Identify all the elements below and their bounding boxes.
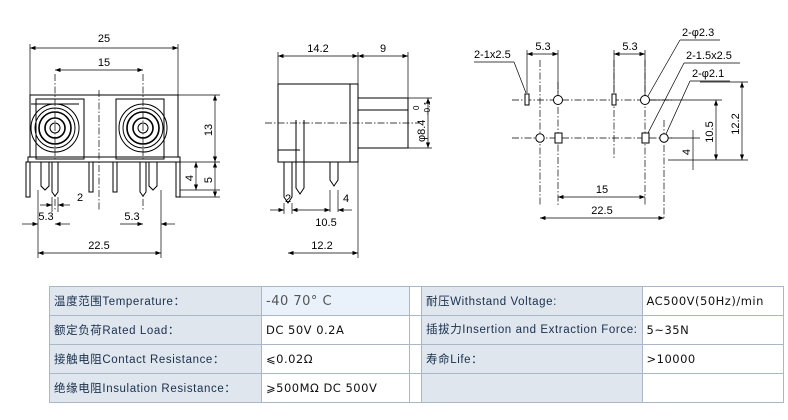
- side-len-12-2: 12.2: [311, 240, 332, 252]
- side-pin-2: 2: [285, 193, 291, 205]
- pcb-slots-right: 2-1.5x2.5: [686, 50, 732, 62]
- pcb-dim-5-3-right: 5.3: [622, 41, 637, 53]
- front-pin-2: 2: [77, 192, 83, 204]
- spec-label: [421, 373, 643, 403]
- specs-table: 温度范围Temperature： -40 70° C 耐压Withstand V…: [49, 286, 784, 403]
- pcb-hole-2-3: 2-φ2.3: [682, 27, 714, 39]
- spec-value: [641, 373, 784, 403]
- front-pitch-15: 15: [98, 57, 110, 69]
- spec-label: 寿命Life：: [421, 344, 643, 374]
- spec-value: ⩾500MΩ DC 500V: [261, 373, 410, 403]
- spec-value: -40 70° C: [261, 286, 410, 316]
- front-pin-5-3-right: 5.3: [124, 211, 139, 223]
- pcb-dim-4: 4: [681, 149, 693, 155]
- table-gap: [409, 315, 422, 345]
- table-row: 绝缘电阻Insulation Resistance： ⩾500MΩ DC 500…: [49, 373, 784, 403]
- pcb-layout: 2-1x2.5 5.3 5.3 2-φ2.3 2-1.5x2.5 2-φ2.1 …: [474, 27, 748, 221]
- pcb-slots-left: 2-1x2.5: [474, 49, 511, 61]
- spec-value: >10000: [641, 344, 784, 374]
- front-height-13: 13: [203, 124, 215, 136]
- side-tol-lower: -0.1: [423, 101, 432, 115]
- pcb-dim-22-5: 22.5: [591, 205, 612, 217]
- spec-value: 5~35N: [641, 315, 784, 345]
- side-tol-upper: 0: [412, 105, 421, 110]
- side-view: 14.2 9 φ8.4 0 -0.1 2 4 10.5 12.2: [265, 43, 432, 258]
- pcb-dim-5-3-left: 5.3: [535, 41, 550, 53]
- front-pins: [25, 161, 181, 198]
- side-pin-4: 4: [343, 193, 349, 205]
- pcb-dim-10-5: 10.5: [704, 121, 716, 142]
- spec-value: AC500V(50Hz)/min: [641, 286, 784, 316]
- spec-value: DC 50V 0.2A: [261, 315, 410, 345]
- table-gap: [409, 286, 422, 316]
- front-width-25: 25: [98, 33, 110, 45]
- front-pin-5-3-left: 5.3: [38, 211, 53, 223]
- table-row: 额定负荷Rated Load： DC 50V 0.2A 插拔力Insertion…: [49, 315, 784, 345]
- side-diameter: φ8.4: [416, 120, 428, 142]
- front-base-22-5: 22.5: [88, 240, 109, 252]
- front-pin-5: 5: [203, 177, 215, 183]
- pcb-dim-12-2: 12.2: [730, 113, 742, 134]
- technical-drawing: 25 15 13 4 5 2 5.3 5.3 22.5: [22, 27, 748, 258]
- table-gap: [409, 344, 422, 374]
- front-view: 25 15 13 4 5 2 5.3 5.3 22.5: [22, 33, 220, 258]
- spec-value: ⩽0.02Ω: [261, 344, 410, 374]
- side-depth-14-2: 14.2: [307, 43, 328, 55]
- spec-label: 接触电阻Contact Resistance：: [49, 344, 262, 374]
- front-pin-4: 4: [184, 175, 196, 181]
- table-row: 温度范围Temperature： -40 70° C 耐压Withstand V…: [49, 286, 784, 316]
- spec-label: 温度范围Temperature：: [49, 286, 262, 316]
- pcb-dim-15: 15: [596, 184, 608, 196]
- side-len-10-5: 10.5: [315, 217, 336, 229]
- spec-label: 插拔力Insertion and Extraction Force:: [421, 315, 643, 345]
- spec-label: 额定负荷Rated Load：: [49, 315, 262, 345]
- table-gap: [409, 373, 422, 403]
- side-depth-9: 9: [380, 43, 386, 55]
- pcb-hole-2-1: 2-φ2.1: [692, 68, 724, 80]
- spec-label: 耐压Withstand Voltage:: [421, 286, 643, 316]
- spec-label: 绝缘电阻Insulation Resistance：: [49, 373, 262, 403]
- table-row: 接触电阻Contact Resistance： ⩽0.02Ω 寿命Life： >…: [49, 344, 784, 374]
